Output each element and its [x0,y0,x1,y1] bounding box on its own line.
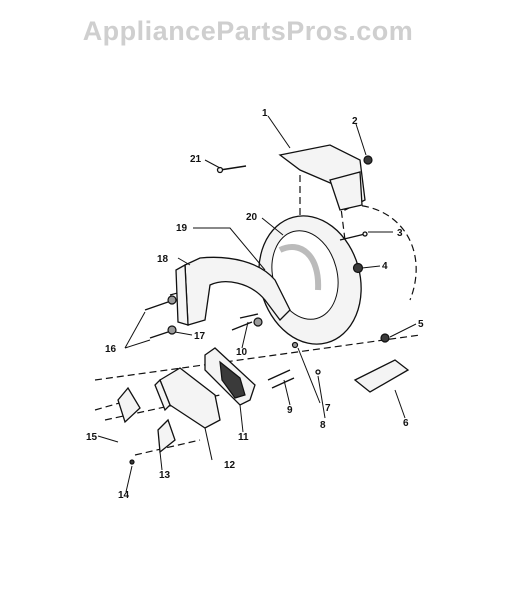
callout-10: 10 [236,347,248,358]
callout-20: 20 [246,212,258,223]
callout-19: 19 [176,223,188,234]
leader-lines [97,115,417,493]
callout-16: 16 [105,344,117,355]
part-9-screws [267,369,295,389]
part-17-washers [167,295,263,335]
callout-2: 2 [352,116,358,127]
callout-labels: 1 2 3 4 5 6 7 8 9 10 11 12 13 14 15 16 1… [86,108,424,501]
part-15-clip [117,386,141,424]
callout-17: 17 [194,331,206,342]
part-6-pedal [353,359,410,393]
part-7-washer [291,341,299,349]
part-12-block [154,367,221,429]
callout-7: 7 [325,403,331,414]
callout-12: 12 [224,460,236,471]
part-11-plate [204,347,256,406]
callout-4: 4 [382,261,388,272]
part-18-casting [175,256,291,326]
watermark: AppliancePartsPros.com [83,16,414,46]
part-13-bracket [157,418,176,454]
callout-14: 14 [118,490,130,501]
part-8-screw [315,369,321,375]
callout-11: 11 [238,432,249,443]
part-14-screw [129,459,135,465]
callout-15: 15 [86,432,98,443]
part-10-screws [231,313,259,331]
callout-8: 8 [320,420,326,431]
callout-13: 13 [159,470,171,481]
part-4-nut [352,262,364,274]
callout-18: 18 [157,254,169,265]
callout-5: 5 [418,319,424,330]
part-2-nut [363,155,373,165]
callout-1: 1 [262,108,268,119]
callout-3: 3 [397,228,403,239]
callout-9: 9 [287,405,293,416]
part-1-bracket [278,144,366,211]
part-21-screw [216,165,247,174]
callout-6: 6 [403,418,409,429]
part-3-screw [339,231,368,241]
part-16-screws [144,301,169,339]
callout-21: 21 [190,154,202,165]
part-5-nut [380,333,390,343]
